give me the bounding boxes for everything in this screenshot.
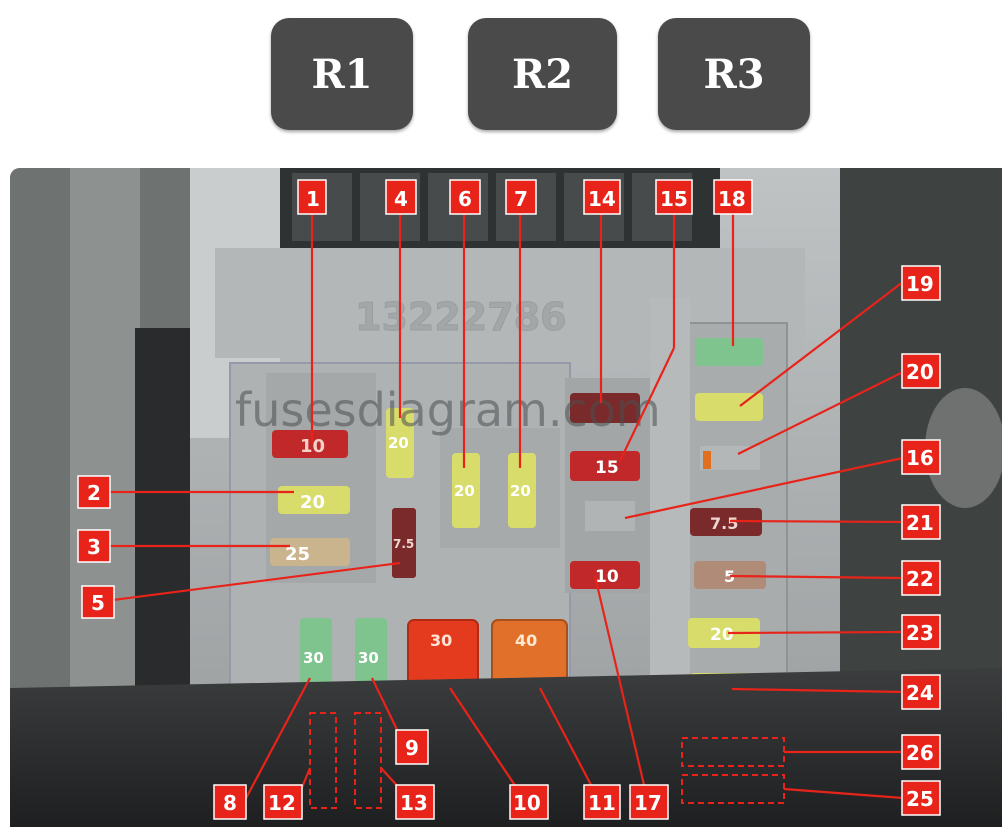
- fuse-14: [570, 393, 640, 423]
- left-pillar: [70, 168, 140, 708]
- callout-4: 4: [385, 179, 417, 215]
- slot-13-dashed: [354, 712, 382, 809]
- callout-11: 11: [583, 784, 621, 820]
- callout-19: 19: [901, 265, 941, 301]
- fuse-7: [508, 453, 536, 528]
- fuse-23: [688, 618, 760, 648]
- fuse-6: [452, 453, 480, 528]
- svg-text:18: 18: [718, 187, 746, 211]
- callout-24: 24: [901, 674, 941, 710]
- callout-6: 6: [449, 179, 481, 215]
- svg-text:15: 15: [595, 458, 619, 478]
- svg-text:2: 2: [87, 481, 101, 505]
- callout-20: 20: [901, 353, 941, 389]
- callout-16: 16: [901, 439, 941, 475]
- callout-8: 8: [213, 784, 247, 820]
- svg-text:19: 19: [906, 272, 934, 296]
- callout-18: 18: [713, 179, 753, 215]
- callout-15: 15: [655, 179, 693, 215]
- svg-text:10: 10: [300, 436, 325, 457]
- fuse-16-slot: [585, 501, 635, 531]
- callout-13: 13: [395, 784, 435, 820]
- svg-text:25: 25: [906, 787, 934, 811]
- svg-text:5: 5: [91, 591, 105, 615]
- fuse-9: [355, 618, 387, 693]
- svg-text:10: 10: [595, 567, 619, 587]
- svg-text:25: 25: [285, 544, 310, 565]
- svg-text:13: 13: [400, 791, 428, 815]
- svg-text:20: 20: [710, 625, 734, 645]
- svg-text:30: 30: [430, 631, 452, 650]
- svg-text:12: 12: [268, 791, 296, 815]
- fuse-18: [695, 338, 763, 366]
- callout-17: 17: [629, 784, 669, 820]
- callout-10: 10: [509, 784, 549, 820]
- svg-text:8: 8: [223, 791, 237, 815]
- callout-2: 2: [77, 475, 111, 509]
- svg-text:7.5: 7.5: [393, 537, 414, 551]
- svg-text:40: 40: [515, 631, 537, 650]
- fuse-4: [386, 408, 414, 478]
- svg-text:7: 7: [514, 187, 528, 211]
- callout-21: 21: [901, 504, 941, 540]
- svg-text:4: 4: [394, 187, 408, 211]
- svg-text:1: 1: [306, 187, 320, 211]
- svg-text:20: 20: [388, 434, 409, 452]
- svg-text:30: 30: [303, 649, 324, 667]
- right-mechanism: [925, 388, 1002, 508]
- svg-text:10: 10: [513, 791, 541, 815]
- svg-text:30: 30: [358, 649, 379, 667]
- callout-25: 25: [901, 780, 941, 816]
- relay-r2-button[interactable]: R2: [468, 18, 617, 130]
- svg-text:3: 3: [87, 535, 101, 559]
- callout-26: 26: [901, 734, 941, 770]
- fuse-17: [570, 561, 640, 589]
- callout-1: 1: [297, 179, 327, 215]
- svg-text:20: 20: [454, 482, 475, 500]
- callout-22: 22: [901, 560, 941, 596]
- fuse-19: [695, 393, 763, 421]
- svg-text:21: 21: [906, 511, 934, 535]
- callout-12: 12: [263, 784, 303, 820]
- svg-text:20: 20: [906, 360, 934, 384]
- fuse-22: [694, 561, 766, 589]
- fuse-8: [300, 618, 332, 693]
- fuse-15: [570, 451, 640, 481]
- fuse-21: [690, 508, 762, 536]
- svg-text:5: 5: [724, 567, 735, 586]
- bottom-cover: [10, 668, 1002, 827]
- fuse-1: [272, 430, 348, 458]
- svg-text:6: 6: [458, 187, 472, 211]
- svg-text:16: 16: [906, 446, 934, 470]
- svg-text:20: 20: [300, 492, 325, 513]
- left-insulation: [135, 328, 190, 708]
- svg-text:15: 15: [660, 187, 688, 211]
- part-number: 13222786: [355, 295, 567, 339]
- svg-text:26: 26: [906, 741, 934, 765]
- relay-r1-button[interactable]: R1: [271, 18, 413, 130]
- callout-9: 9: [395, 729, 429, 765]
- relay-r3-button[interactable]: R3: [658, 18, 810, 130]
- fuse-box-photo: 13222786 10 20 25 20 7.5 20 20 30 30 30 …: [10, 168, 1002, 827]
- svg-text:7.5: 7.5: [710, 514, 738, 533]
- svg-text:9: 9: [405, 736, 419, 760]
- callout-tags: 1 2 3 4 5 6 7 8 9 10 11 12 13 14 15 16 1…: [77, 179, 941, 820]
- svg-text:24: 24: [906, 681, 934, 705]
- svg-text:20: 20: [510, 482, 531, 500]
- watermark-text: fusesdiagram.com: [235, 383, 661, 437]
- fuse-2: [278, 486, 350, 514]
- callout-7: 7: [505, 179, 537, 215]
- svg-text:14: 14: [588, 187, 616, 211]
- svg-text:11: 11: [588, 791, 616, 815]
- callout-23: 23: [901, 614, 941, 650]
- svg-text:17: 17: [634, 791, 662, 815]
- fuse-5: [392, 508, 416, 578]
- callout-3: 3: [77, 529, 111, 563]
- slot-12-dashed: [309, 712, 337, 809]
- callout-5: 5: [81, 585, 115, 619]
- callout-14: 14: [583, 179, 621, 215]
- svg-text:23: 23: [906, 621, 934, 645]
- svg-text:22: 22: [906, 567, 934, 591]
